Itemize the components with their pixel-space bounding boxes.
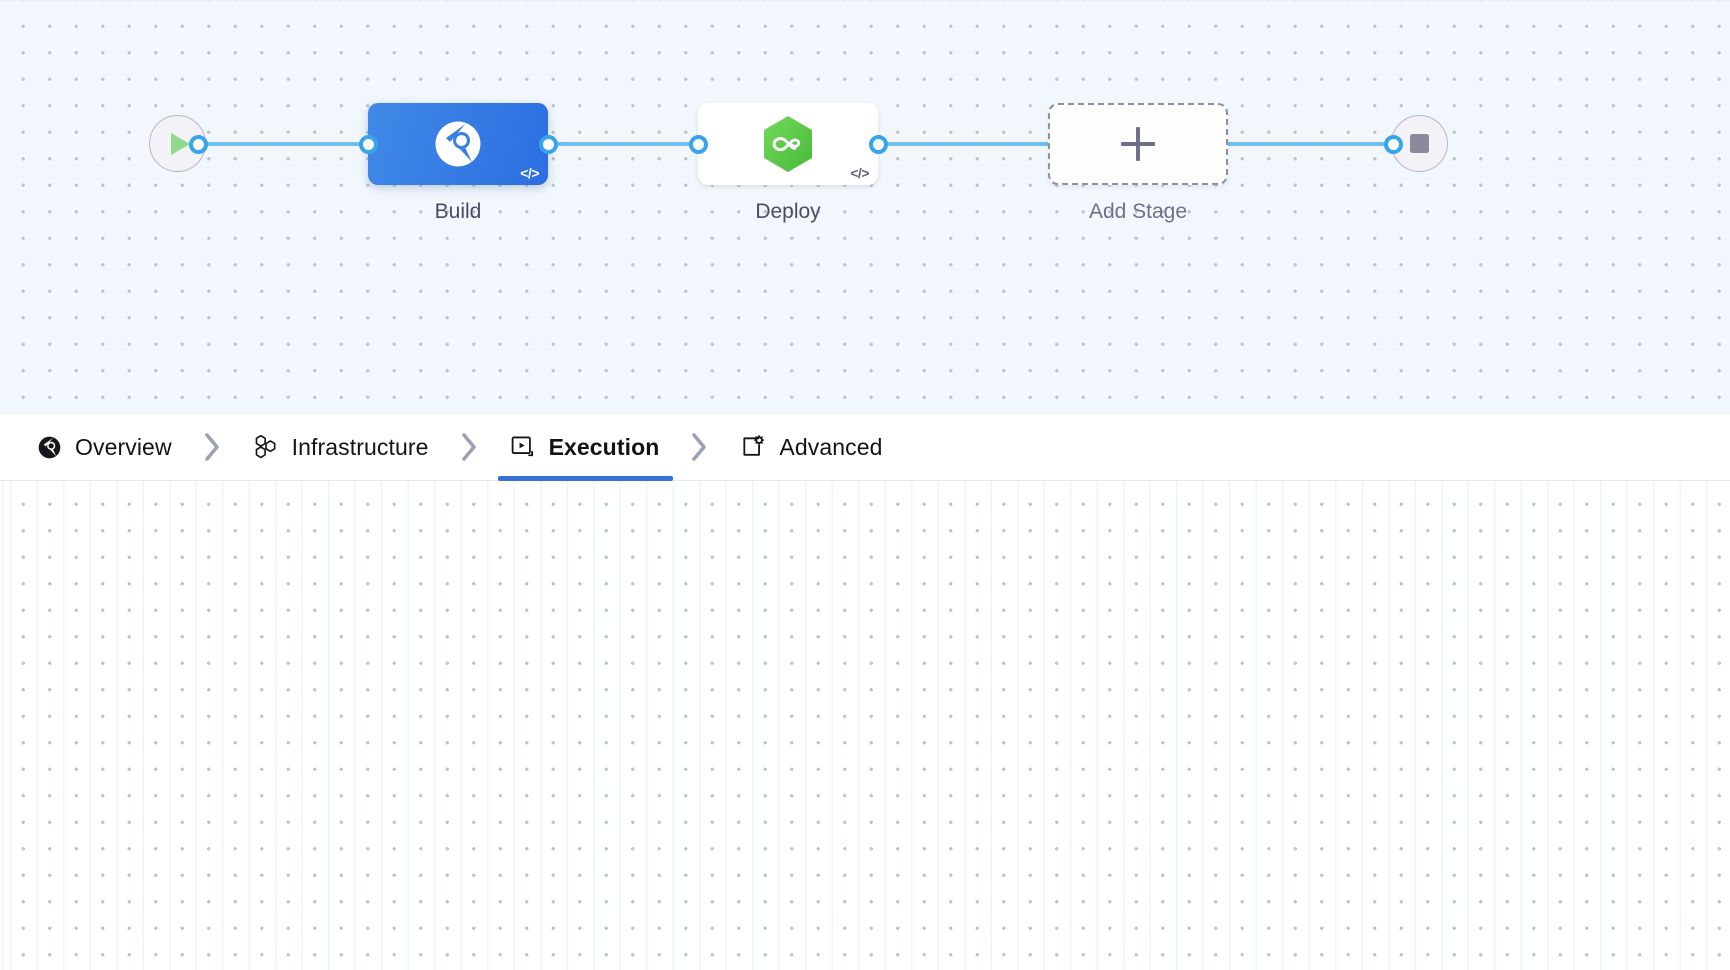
- connector-build-to-deploy: [545, 142, 720, 146]
- connector-start-to-build: [195, 142, 385, 146]
- add-stage-label: Add Stage: [1088, 200, 1188, 223]
- stage-build-label: Build: [434, 200, 482, 223]
- stages-pipeline-row: </> Build: [0, 1, 1730, 413]
- harness-cd-icon: [764, 116, 812, 172]
- stage-node-add-stage[interactable]: Add Stage: [1048, 103, 1228, 225]
- tab-overview[interactable]: Overview: [33, 414, 176, 480]
- pipeline-stages-canvas[interactable]: </> Build: [0, 0, 1730, 413]
- tab-execution[interactable]: Execution: [497, 414, 674, 481]
- hexagons-icon: [253, 434, 279, 460]
- tab-advanced-label: Advanced: [779, 433, 883, 460]
- stages-start-node[interactable]: [149, 115, 206, 172]
- stage-build-box[interactable]: </>: [368, 103, 548, 185]
- execution-icon: [510, 434, 536, 460]
- port-build-in[interactable]: [359, 135, 378, 154]
- port-end-in[interactable]: [1384, 135, 1403, 154]
- code-badge-icon: </>: [850, 165, 869, 181]
- stage-node-build[interactable]: </> Build: [368, 103, 548, 225]
- port-deploy-out[interactable]: [869, 135, 888, 154]
- chevron-right-icon: [203, 432, 222, 462]
- tab-advanced[interactable]: Advanced: [736, 414, 886, 480]
- harness-ci-icon: [435, 121, 481, 167]
- add-stage-box[interactable]: [1048, 103, 1228, 185]
- harness-ci-icon: [37, 435, 62, 460]
- tab-infrastructure-label: Infrastructure: [291, 433, 429, 460]
- plus-icon: [1121, 127, 1155, 161]
- stage-node-deploy[interactable]: </> Deploy: [698, 103, 878, 225]
- stage-deploy-box[interactable]: </>: [698, 103, 878, 185]
- pipeline-steps-canvas[interactable]: </> Build and Test: [0, 481, 1730, 970]
- stage-deploy-label: Deploy: [755, 200, 821, 223]
- advanced-gear-icon: [740, 434, 766, 460]
- tab-overview-label: Overview: [75, 433, 172, 460]
- port-start-out[interactable]: [189, 135, 208, 154]
- port-deploy-in[interactable]: [689, 135, 708, 154]
- stage-config-tabs[interactable]: Overview Infrastructure: [0, 413, 1730, 481]
- connector-addstage-to-end: [1225, 142, 1400, 146]
- steps-pipeline-row: </> Build and Test: [0, 481, 1730, 970]
- port-build-out[interactable]: [539, 135, 558, 154]
- chevron-right-icon: [460, 432, 479, 462]
- chevron-right-icon: [690, 432, 709, 462]
- stop-icon: [1410, 134, 1429, 153]
- tab-execution-label: Execution: [548, 433, 660, 460]
- code-badge-icon: </>: [520, 165, 539, 181]
- play-icon: [171, 132, 190, 155]
- tab-infrastructure[interactable]: Infrastructure: [249, 414, 433, 480]
- connector-deploy-to-addstage: [875, 142, 1060, 146]
- start-node-circle[interactable]: [149, 115, 206, 172]
